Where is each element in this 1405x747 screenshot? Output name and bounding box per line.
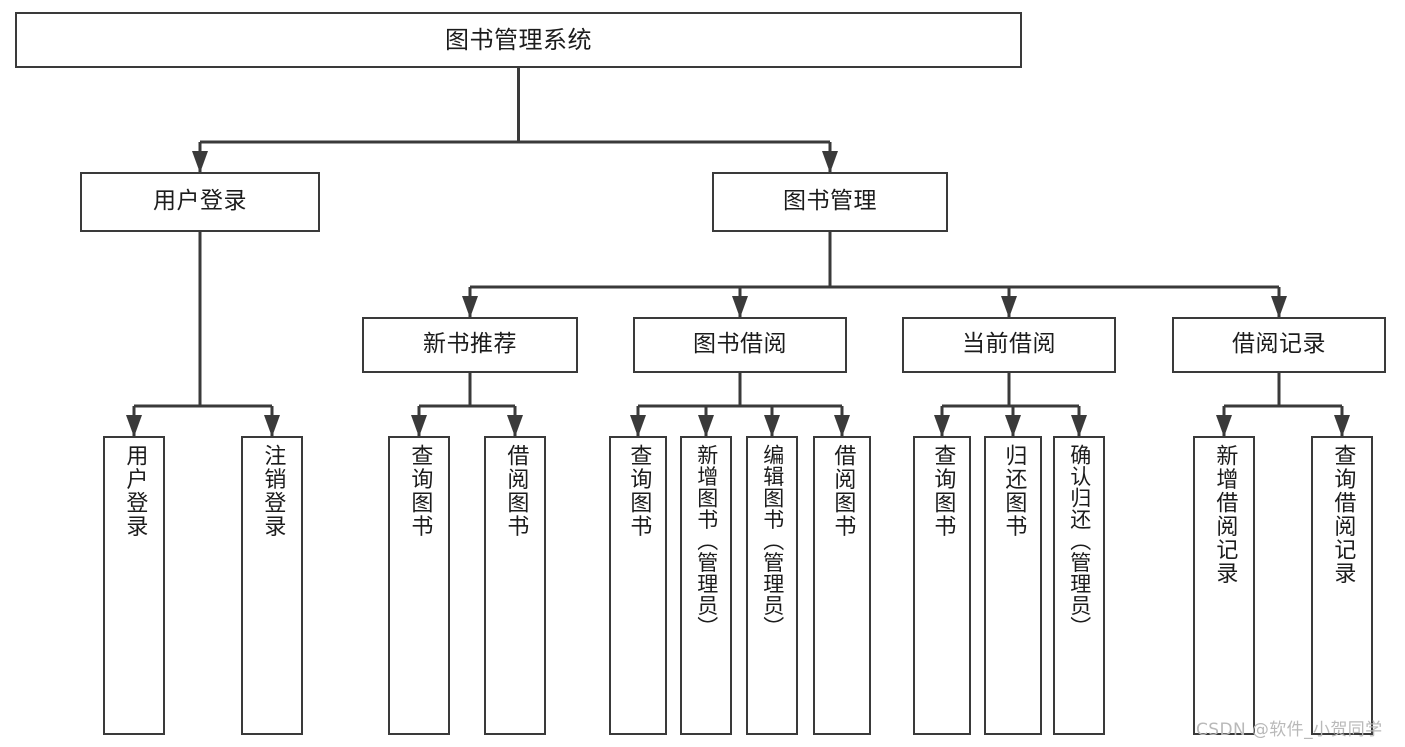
node-label: 查询借阅记录 [1330,444,1356,585]
csdn-watermark: CSDN @软件_小贺同学 [1196,720,1383,740]
node-leaf-10[interactable]: 归还图书 [984,436,1042,735]
arrowhead [630,415,646,437]
node-leaf-13[interactable]: 查询借阅记录 [1311,436,1373,735]
node-leaf-7[interactable]: 编辑图书（管理员） [746,436,798,735]
node-label: 编辑图书（管理员） [760,444,785,638]
node-label: 新增图书（管理员） [694,444,719,638]
node-label: 当前借阅 [962,331,1056,358]
node-login[interactable]: 用户登录 [80,172,320,232]
node-label: 借阅图书 [830,444,856,538]
arrowhead [1071,415,1087,437]
node-newbook[interactable]: 新书推荐 [362,317,578,373]
node-leaf-1[interactable]: 用户登录 [103,436,165,735]
arrowhead [1216,415,1232,437]
arrowhead [834,415,850,437]
node-borrow[interactable]: 图书借阅 [633,317,847,373]
node-label: 确认归还（管理员） [1067,444,1092,638]
node-leaf-6[interactable]: 新增图书（管理员） [680,436,732,735]
node-leaf-5[interactable]: 查询图书 [609,436,667,735]
arrowhead [732,296,748,318]
node-leaf-12[interactable]: 新增借阅记录 [1193,436,1255,735]
node-label: 图书管理系统 [445,25,592,54]
node-label: 新书推荐 [423,331,517,358]
node-records[interactable]: 借阅记录 [1172,317,1386,373]
arrowhead [698,415,714,437]
node-leaf-8[interactable]: 借阅图书 [813,436,871,735]
node-leaf-9[interactable]: 查询图书 [913,436,971,735]
arrowhead [1005,415,1021,437]
node-label: 查询图书 [626,444,652,538]
node-label: 归还图书 [1001,444,1027,538]
node-current[interactable]: 当前借阅 [902,317,1116,373]
node-leaf-11[interactable]: 确认归还（管理员） [1053,436,1105,735]
arrowhead [264,415,280,437]
node-label: 查询图书 [930,444,956,538]
node-leaf-2[interactable]: 注销登录 [241,436,303,735]
node-label: 用户登录 [153,188,247,215]
arrowhead [764,415,780,437]
node-label: 图书借阅 [693,331,787,358]
arrowhead [822,151,838,173]
arrowhead [192,151,208,173]
arrowhead [507,415,523,437]
arrowhead [934,415,950,437]
node-label: 查询图书 [407,444,433,538]
arrowhead [411,415,427,437]
node-leaf-4[interactable]: 借阅图书 [484,436,546,735]
node-label: 注销登录 [260,444,286,538]
node-label: 借阅图书 [503,444,529,538]
node-label: 图书管理 [783,188,877,215]
node-label: 借阅记录 [1232,331,1326,358]
arrowhead [462,296,478,318]
arrowhead [126,415,142,437]
arrowhead [1001,296,1017,318]
node-leaf-3[interactable]: 查询图书 [388,436,450,735]
node-label: 新增借阅记录 [1212,444,1238,585]
node-label: 用户登录 [122,444,148,538]
node-root[interactable]: 图书管理系统 [15,12,1022,68]
arrowhead [1271,296,1287,318]
node-bookmgmt[interactable]: 图书管理 [712,172,948,232]
arrowhead [1334,415,1350,437]
